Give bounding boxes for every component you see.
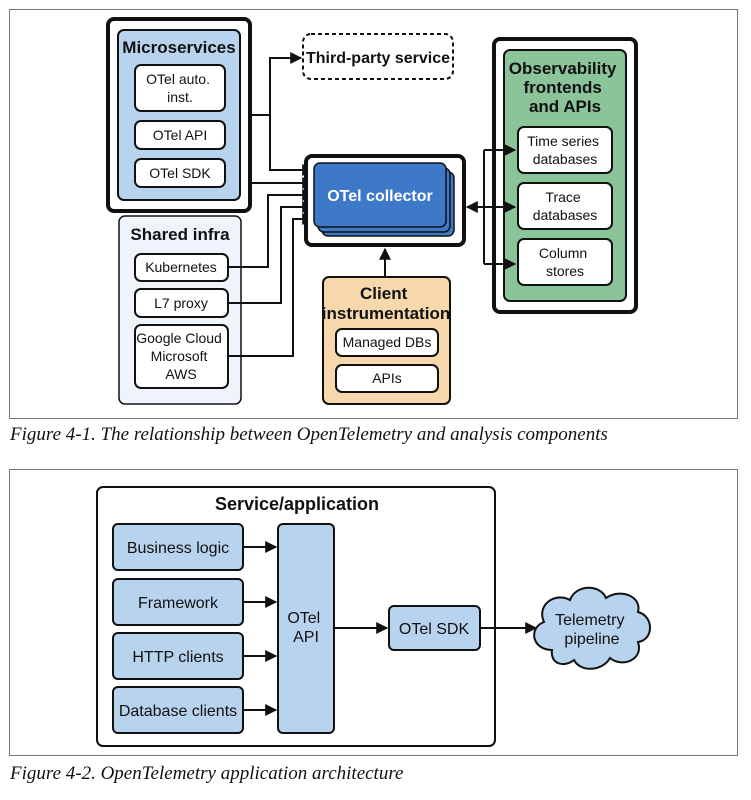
otel-auto-inst-box <box>134 64 226 112</box>
figure-2-caption: Figure 4-2. OpenTelemetry application ar… <box>10 763 404 784</box>
connector-microservices-to-third-party <box>250 52 303 116</box>
cloud-providers-label: Google Cloud Microsoft AWS <box>136 330 226 382</box>
collector-label: OTel collector <box>327 188 433 205</box>
figure-1-frame <box>9 9 738 419</box>
third-party-service-box <box>302 33 454 80</box>
otel-api-label: OTel API <box>153 127 207 143</box>
time-series-databases-label: Time series databases <box>527 133 603 167</box>
column-stores-box <box>517 238 613 286</box>
otel-auto-inst-label: OTel auto. inst. <box>146 71 214 105</box>
telemetry-pipeline-cloud <box>533 586 651 670</box>
microservices-title: Microservices <box>122 38 235 57</box>
connector-cloud-to-collector <box>228 213 315 357</box>
connector-microservices-to-collector-1 <box>269 115 315 176</box>
otel-api-box <box>134 120 226 150</box>
http-clients-label: HTTP clients <box>132 649 223 666</box>
collector-box <box>313 162 447 228</box>
otel-sdk-label: OTel SDK <box>149 165 211 181</box>
shared-infra-title: Shared infra <box>130 225 230 244</box>
otel-sdk-label: OTel SDK <box>399 621 470 638</box>
third-party-service-label: Third-party service <box>306 50 450 67</box>
column-stores-label: Column stores <box>539 245 591 279</box>
telemetry-pipeline-label: Telemetry pipeline <box>555 612 629 648</box>
figure-2-frame <box>9 469 738 756</box>
trace-databases-label: Trace databases <box>533 189 598 223</box>
service-application-title: Service/application <box>215 494 379 514</box>
observability-title: Observability frontends and APIs <box>509 59 621 116</box>
otel-api-column-label: OTel API <box>287 610 324 646</box>
business-logic-label: Business logic <box>127 540 229 557</box>
kubernetes-label: Kubernetes <box>145 259 217 275</box>
framework-label: Framework <box>138 595 219 612</box>
l7-proxy-label: L7 proxy <box>154 295 208 311</box>
managed-dbs-box <box>335 328 439 357</box>
trace-databases-box <box>517 182 613 230</box>
database-clients-label: Database clients <box>119 703 237 720</box>
connector-l7-proxy-to-collector <box>228 201 315 304</box>
apis-label: APIs <box>372 370 402 386</box>
apis-box <box>335 364 439 393</box>
time-series-databases-box <box>517 126 613 174</box>
figure-1-caption: Figure 4-1. The relationship between Ope… <box>10 424 608 445</box>
otel-sdk-box <box>134 158 226 188</box>
managed-dbs-label: Managed DBs <box>343 334 432 350</box>
connector-kubernetes-to-collector <box>228 189 315 268</box>
client-instrumentation-title: Client instrumentation <box>322 284 450 323</box>
